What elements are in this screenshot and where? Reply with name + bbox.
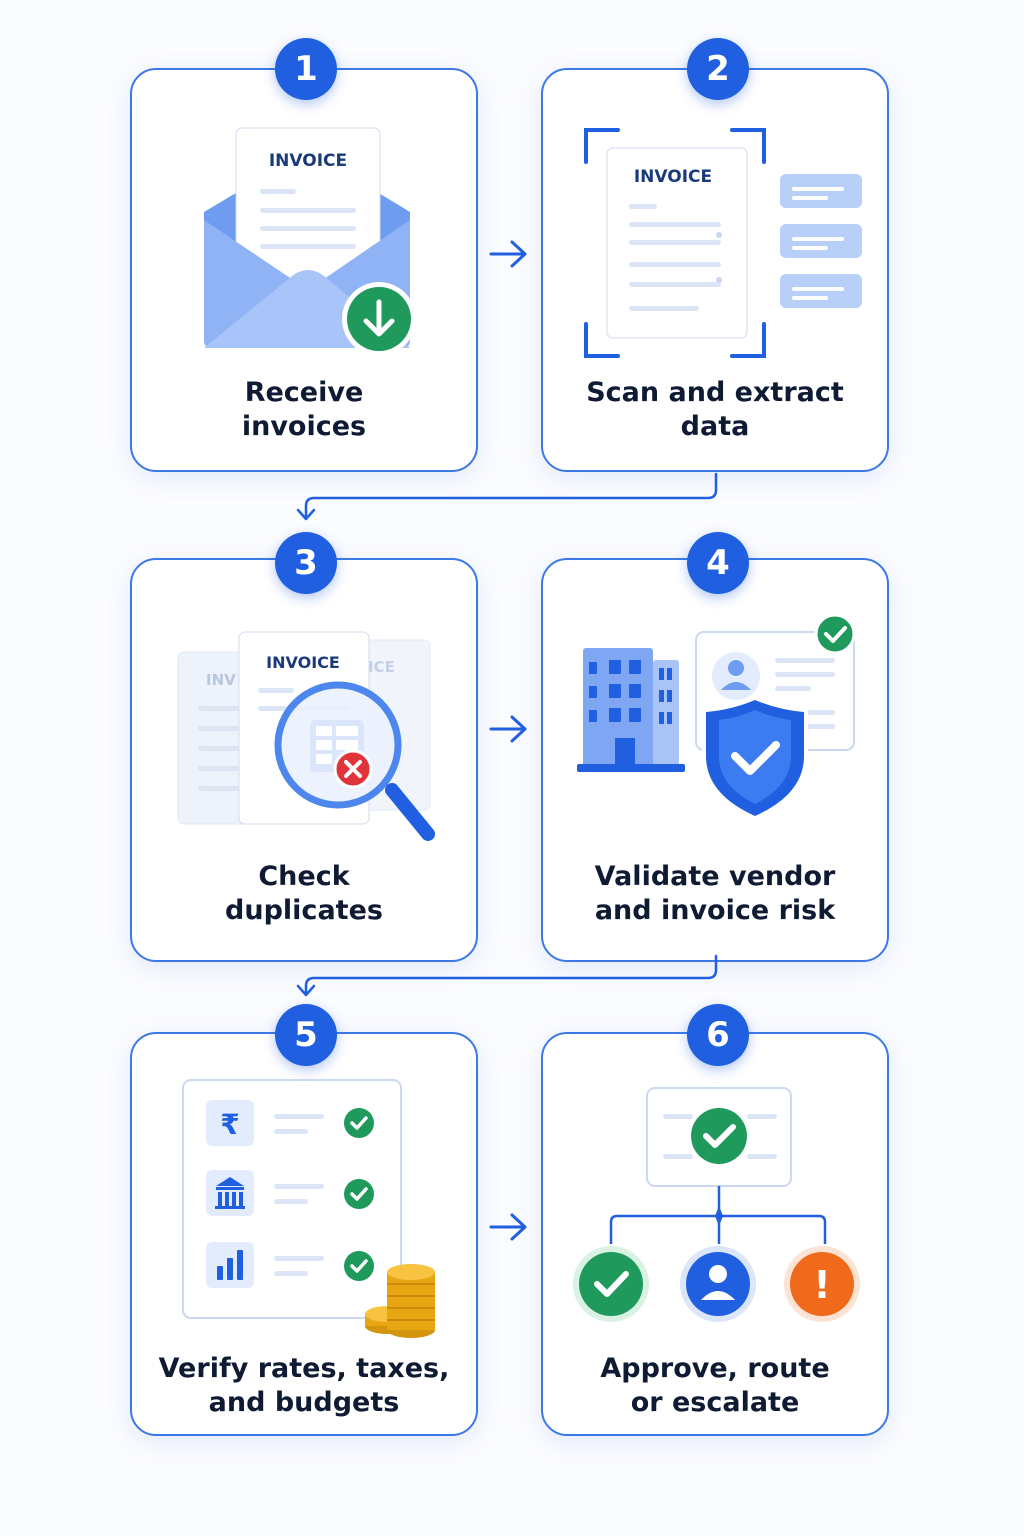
- bar-chart-icon: [206, 1242, 254, 1288]
- step-badge-6: 6: [687, 1004, 749, 1066]
- step-label-1-line1: Receive: [244, 377, 364, 408]
- x-icon: [333, 749, 373, 789]
- check-icon-row-1: [344, 1108, 374, 1138]
- download-icon: [342, 282, 416, 356]
- approve-route-illustration: !: [573, 1087, 860, 1322]
- step-label-6: Approve, route or escalate: [543, 1352, 887, 1420]
- step-label-4-line2: and invoice risk: [594, 895, 836, 926]
- building-icon: [577, 648, 685, 772]
- step-label-6-line2: or escalate: [630, 1387, 800, 1418]
- step-label-5: Verify rates, taxes, and budgets: [132, 1352, 476, 1420]
- invoice-faded-right: ICE: [368, 658, 395, 676]
- step-badge-2: 2: [687, 38, 749, 100]
- step-card-1: INVOICE Receive invoices: [130, 68, 478, 472]
- step-label-3-line2: duplicates: [225, 895, 383, 926]
- verified-check-icon: [814, 613, 856, 655]
- step-badge-1: 1: [275, 38, 337, 100]
- step-badge-3: 3: [275, 532, 337, 594]
- step-label-6-line1: Approve, route: [600, 1353, 830, 1384]
- step-card-6: ! Approve, route or escalate: [541, 1032, 889, 1436]
- step-badge-5: 5: [275, 1004, 337, 1066]
- extracted-data-fields: [780, 174, 862, 308]
- step-card-4: Validate vendor and invoice risk: [541, 558, 889, 962]
- alert-symbol: !: [813, 1263, 830, 1307]
- validate-vendor-illustration: [577, 613, 856, 820]
- step-label-1: Receive invoices: [132, 376, 476, 444]
- alert-icon: !: [784, 1246, 860, 1322]
- step-label-2-line2: data: [680, 411, 750, 442]
- user-icon: [680, 1246, 756, 1322]
- bank-icon: [206, 1170, 254, 1216]
- invoice-title: INVOICE: [269, 151, 347, 171]
- step-label-5-line1: Verify rates, taxes,: [158, 1353, 450, 1384]
- invoice-title-3: INVOICE: [266, 653, 340, 672]
- check-icon-row-2: [344, 1179, 374, 1209]
- step-card-3: ICE INV INVOICE Check: [130, 558, 478, 962]
- step-label-4: Validate vendor and invoice risk: [543, 860, 887, 928]
- step-label-2-line1: Scan and extract: [586, 377, 844, 408]
- arrow-3-to-4: [489, 715, 527, 743]
- scan-extract-illustration: INVOICE: [584, 128, 862, 358]
- connector-2-to-3: [296, 472, 718, 521]
- step-label-2: Scan and extract data: [543, 376, 887, 444]
- arrow-1-to-2: [489, 240, 527, 268]
- step-label-3: Check duplicates: [132, 860, 476, 928]
- receive-invoices-illustration: INVOICE: [204, 127, 416, 356]
- step-label-4-line1: Validate vendor: [594, 861, 836, 892]
- scan-frame-icon: [584, 128, 766, 358]
- invoice-faded-left: INV: [206, 671, 236, 689]
- step-label-5-line2: and budgets: [208, 1387, 400, 1418]
- check-duplicates-illustration: ICE INV INVOICE: [177, 631, 435, 841]
- invoice-title-2: INVOICE: [634, 167, 712, 187]
- connector-4-to-5: [296, 954, 718, 997]
- step-label-1-line2: invoices: [241, 411, 367, 442]
- verify-rates-illustration: ₹: [182, 1079, 435, 1338]
- step-card-2: INVOICE Scan and extract data: [541, 68, 889, 472]
- shield-check-icon: [702, 696, 808, 820]
- arrow-5-to-6: [489, 1213, 527, 1241]
- step-badge-4: 4: [687, 532, 749, 594]
- step-card-5: ₹: [130, 1032, 478, 1436]
- rupee-icon: ₹: [206, 1100, 254, 1146]
- check-icon-row-3: [344, 1251, 374, 1281]
- rupee-symbol: ₹: [220, 1108, 239, 1141]
- approved-check-icon: [691, 1108, 747, 1164]
- coins-icon: [365, 1264, 435, 1338]
- check-icon: [573, 1246, 649, 1322]
- step-label-3-line1: Check: [258, 861, 350, 892]
